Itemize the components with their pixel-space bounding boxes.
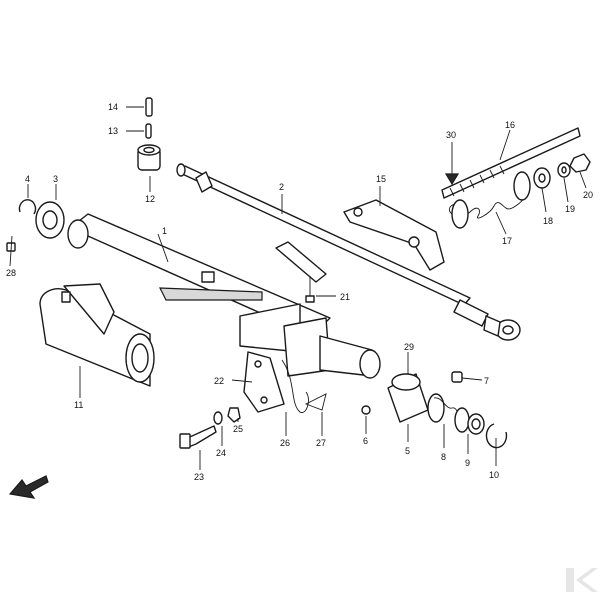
arrow-southwest-icon	[8, 475, 49, 499]
callout-18: 18	[543, 216, 553, 226]
callout-1: 1	[162, 226, 167, 236]
part-23-bolt	[179, 425, 217, 449]
callout-4: 4	[25, 174, 30, 184]
part-1-block-assembly	[239, 303, 381, 379]
part-14-pin	[145, 97, 153, 117]
part-3-collar	[35, 201, 65, 239]
callout-22: 22	[214, 376, 224, 386]
callout-21: 21	[340, 292, 350, 302]
part-5-sleeve	[387, 373, 429, 423]
callout-25: 25	[233, 424, 243, 434]
callout-2: 2	[279, 182, 284, 192]
callout-7: 7	[484, 376, 489, 386]
part-2-shaft	[176, 163, 521, 341]
callout-24: 24	[216, 448, 226, 458]
part-30-arrow	[444, 142, 460, 186]
part-15-arm	[343, 199, 445, 271]
part-24-washer	[213, 411, 223, 425]
brand-k-logo-icon	[566, 568, 598, 592]
part-21-lever	[275, 241, 327, 303]
callout-13: 13	[108, 126, 118, 136]
callout-30: 30	[446, 130, 456, 140]
callout-29: 29	[404, 342, 414, 352]
leader-lines	[9, 106, 587, 470]
part-12-bushing	[137, 144, 161, 171]
callout-9: 9	[465, 458, 470, 468]
part-18-washer	[533, 167, 551, 189]
part-25-nut	[227, 407, 241, 423]
callout-16: 16	[505, 120, 515, 130]
part-1-tube	[67, 213, 331, 337]
part-20-nut	[569, 153, 591, 173]
callout-19: 19	[565, 204, 575, 214]
callout-12: 12	[145, 194, 155, 204]
part-19-washer	[557, 162, 571, 178]
callout-3: 3	[53, 174, 58, 184]
part-8-spring	[427, 393, 470, 433]
callout-28: 28	[6, 268, 16, 278]
callout-8: 8	[441, 452, 446, 462]
callout-11: 11	[74, 400, 83, 410]
part-17-spring	[448, 171, 531, 229]
part-9-washer	[467, 413, 485, 435]
part-27-clip	[304, 393, 327, 411]
callout-14: 14	[108, 102, 118, 112]
part-26-wire	[281, 359, 309, 414]
callout-10: 10	[489, 470, 499, 480]
part-16-threaded-rod	[441, 127, 581, 199]
part-22-plate	[243, 351, 285, 413]
part-10-snap-ring	[485, 423, 508, 449]
part-4-snap-ring	[18, 199, 37, 215]
callout-26: 26	[280, 438, 290, 448]
callout-17: 17	[502, 236, 512, 246]
part-11-housing	[39, 283, 155, 387]
callout-23: 23	[194, 472, 204, 482]
part-7-screw	[451, 371, 463, 383]
callout-27: 27	[316, 438, 326, 448]
callout-5: 5	[405, 446, 410, 456]
callout-6: 6	[363, 436, 368, 446]
callout-labels: 1 2 3 4 5 6 7 8 9 10 11 12 13 14 15 16 1…	[6, 102, 593, 482]
callout-20: 20	[583, 190, 593, 200]
part-13-pin	[145, 123, 152, 139]
part-6-ball	[361, 405, 371, 415]
callout-15: 15	[376, 174, 386, 184]
